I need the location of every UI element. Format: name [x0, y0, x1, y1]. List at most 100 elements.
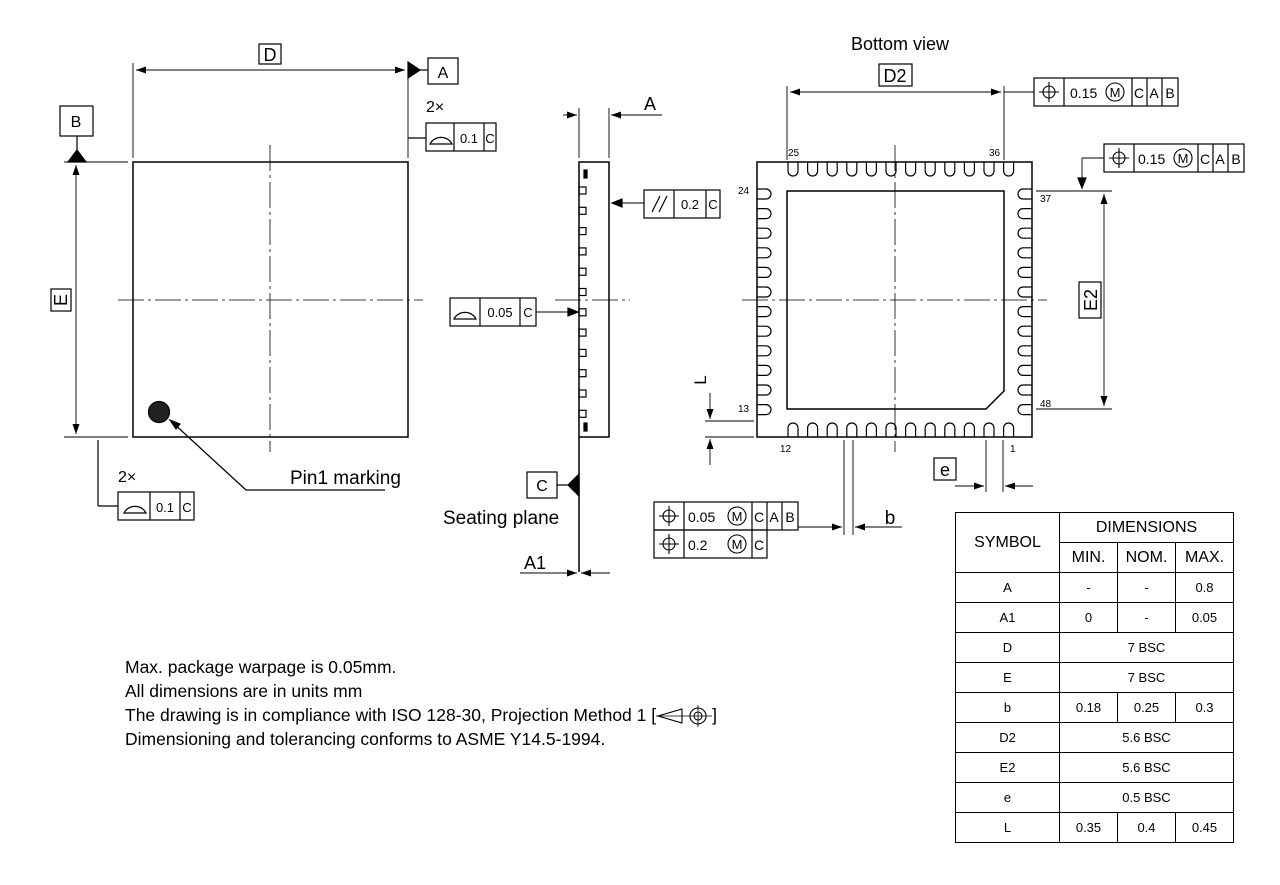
pin-label-12: 12: [780, 444, 792, 455]
flatness-top-value: 0.1: [460, 131, 478, 146]
count-bottom-label: 2×: [118, 469, 136, 486]
pin1-label: Pin1 marking: [290, 468, 401, 489]
fcf-d2-value: 0.15: [1070, 85, 1097, 101]
span-cell: 7 BSC: [1059, 662, 1234, 693]
span-cell: 0.5 BSC: [1059, 782, 1234, 813]
fcf-e2-ref-3: B: [1231, 151, 1240, 167]
symbol-cell: E: [955, 662, 1060, 693]
dim-d2-label: D2: [883, 66, 906, 86]
min-cell: 0.18: [1059, 692, 1118, 723]
span-cell: 5.6 BSC: [1059, 752, 1234, 783]
flatness-bottom-value: 0.1: [156, 500, 174, 515]
max-cell: 0.3: [1175, 692, 1234, 723]
side-pad-end: [583, 422, 588, 432]
pin-label-25: 25: [788, 148, 800, 159]
pad-right: [1017, 266, 1032, 278]
pad-top: [807, 162, 819, 177]
max-header: MAX.: [1175, 542, 1234, 573]
pad-bottom: [846, 422, 858, 437]
pad-top: [924, 162, 936, 177]
fcf-d2-ref-3: B: [1165, 85, 1174, 101]
pad-left: [757, 404, 772, 416]
mmc-icon: [1105, 82, 1125, 102]
pin-label-13: 13: [738, 404, 750, 415]
table-row: D 7 BSC: [955, 632, 1234, 663]
span-cell: 5.6 BSC: [1059, 722, 1234, 753]
nom-cell: 0.25: [1117, 692, 1176, 723]
side-pad: [578, 247, 587, 256]
pad-bottom: [807, 422, 819, 437]
pin-label-1: 1: [1010, 444, 1016, 455]
flatness-top-ref: C: [485, 131, 494, 146]
side-pad: [578, 227, 587, 236]
symbol-cell: A: [955, 572, 1060, 603]
seating-plane-label: Seating plane: [443, 508, 559, 529]
min-header: MIN.: [1059, 542, 1118, 573]
pad-bottom: [905, 422, 917, 437]
pad-top: [944, 162, 956, 177]
pad-bottom: [963, 422, 975, 437]
fcf-b2-value: 0.2: [688, 537, 708, 553]
table-row: b 0.18 0.25 0.3: [955, 692, 1234, 723]
pin-label-36: 36: [989, 148, 1001, 159]
pad-top: [787, 162, 799, 177]
table-row: L 0.35 0.4 0.45: [955, 812, 1234, 843]
pin-label-48: 48: [1040, 399, 1052, 410]
side-view: [449, 108, 721, 577]
pad-right: [1017, 227, 1032, 239]
parallelism-ref: C: [708, 197, 717, 212]
pad-left: [757, 247, 772, 259]
projection-method-icon: [656, 705, 713, 728]
pad-right: [1017, 247, 1032, 259]
pad-right: [1017, 208, 1032, 220]
pad-bottom: [885, 422, 897, 437]
dim-e-pitch-label: e: [940, 460, 950, 480]
coplanarity-ref: C: [523, 305, 532, 320]
table-row: E 7 BSC: [955, 662, 1234, 693]
pad-left: [757, 266, 772, 278]
max-cell: 0.8: [1175, 572, 1234, 603]
note-text: ]: [712, 705, 717, 725]
fcf-b1-ref-3: B: [785, 509, 794, 525]
top-view: [50, 43, 497, 521]
fcf-e2-ref-2: A: [1215, 151, 1225, 167]
fcf-e2-value: 0.15: [1138, 151, 1165, 167]
pad-top: [905, 162, 917, 177]
table-row: D2 5.6 BSC: [955, 722, 1234, 753]
pad-left: [757, 325, 772, 337]
side-pad: [578, 186, 587, 195]
dim-a-label: A: [644, 94, 656, 114]
pad-bottom: [787, 422, 799, 437]
pad-top: [826, 162, 838, 177]
side-pad-end: [583, 169, 588, 179]
table-row: e 0.5 BSC: [955, 782, 1234, 813]
pad-left: [757, 384, 772, 396]
min-cell: 0.35: [1059, 812, 1118, 843]
mmc-icon: [727, 534, 747, 554]
min-cell: 0: [1059, 602, 1118, 633]
pad-bottom: [983, 422, 995, 437]
exposed-pad: [786, 190, 1005, 410]
pad-top: [983, 162, 995, 177]
table-row: E2 5.6 BSC: [955, 752, 1234, 783]
pad-left: [757, 188, 772, 200]
nom-cell: -: [1117, 572, 1176, 603]
symbol-cell: A1: [955, 602, 1060, 633]
dim-e2-label: E2: [1081, 289, 1101, 311]
fcf-b1-ref-1: C: [754, 509, 764, 525]
pad-left: [757, 286, 772, 298]
symbol-cell: e: [955, 782, 1060, 813]
fcf-e2-ref-1: C: [1200, 151, 1210, 167]
note-line: The drawing is in compliance with ISO 12…: [125, 703, 717, 728]
pad-left: [757, 208, 772, 220]
max-cell: 0.45: [1175, 812, 1234, 843]
datum-c-label: C: [536, 478, 548, 495]
symbol-cell: E2: [955, 752, 1060, 783]
pad-top: [1003, 162, 1015, 177]
pad-right: [1017, 188, 1032, 200]
mmc-icon: [1173, 148, 1193, 168]
symbol-cell: D: [955, 632, 1060, 663]
pad-bottom: [865, 422, 877, 437]
pin-label-37: 37: [1040, 194, 1052, 205]
